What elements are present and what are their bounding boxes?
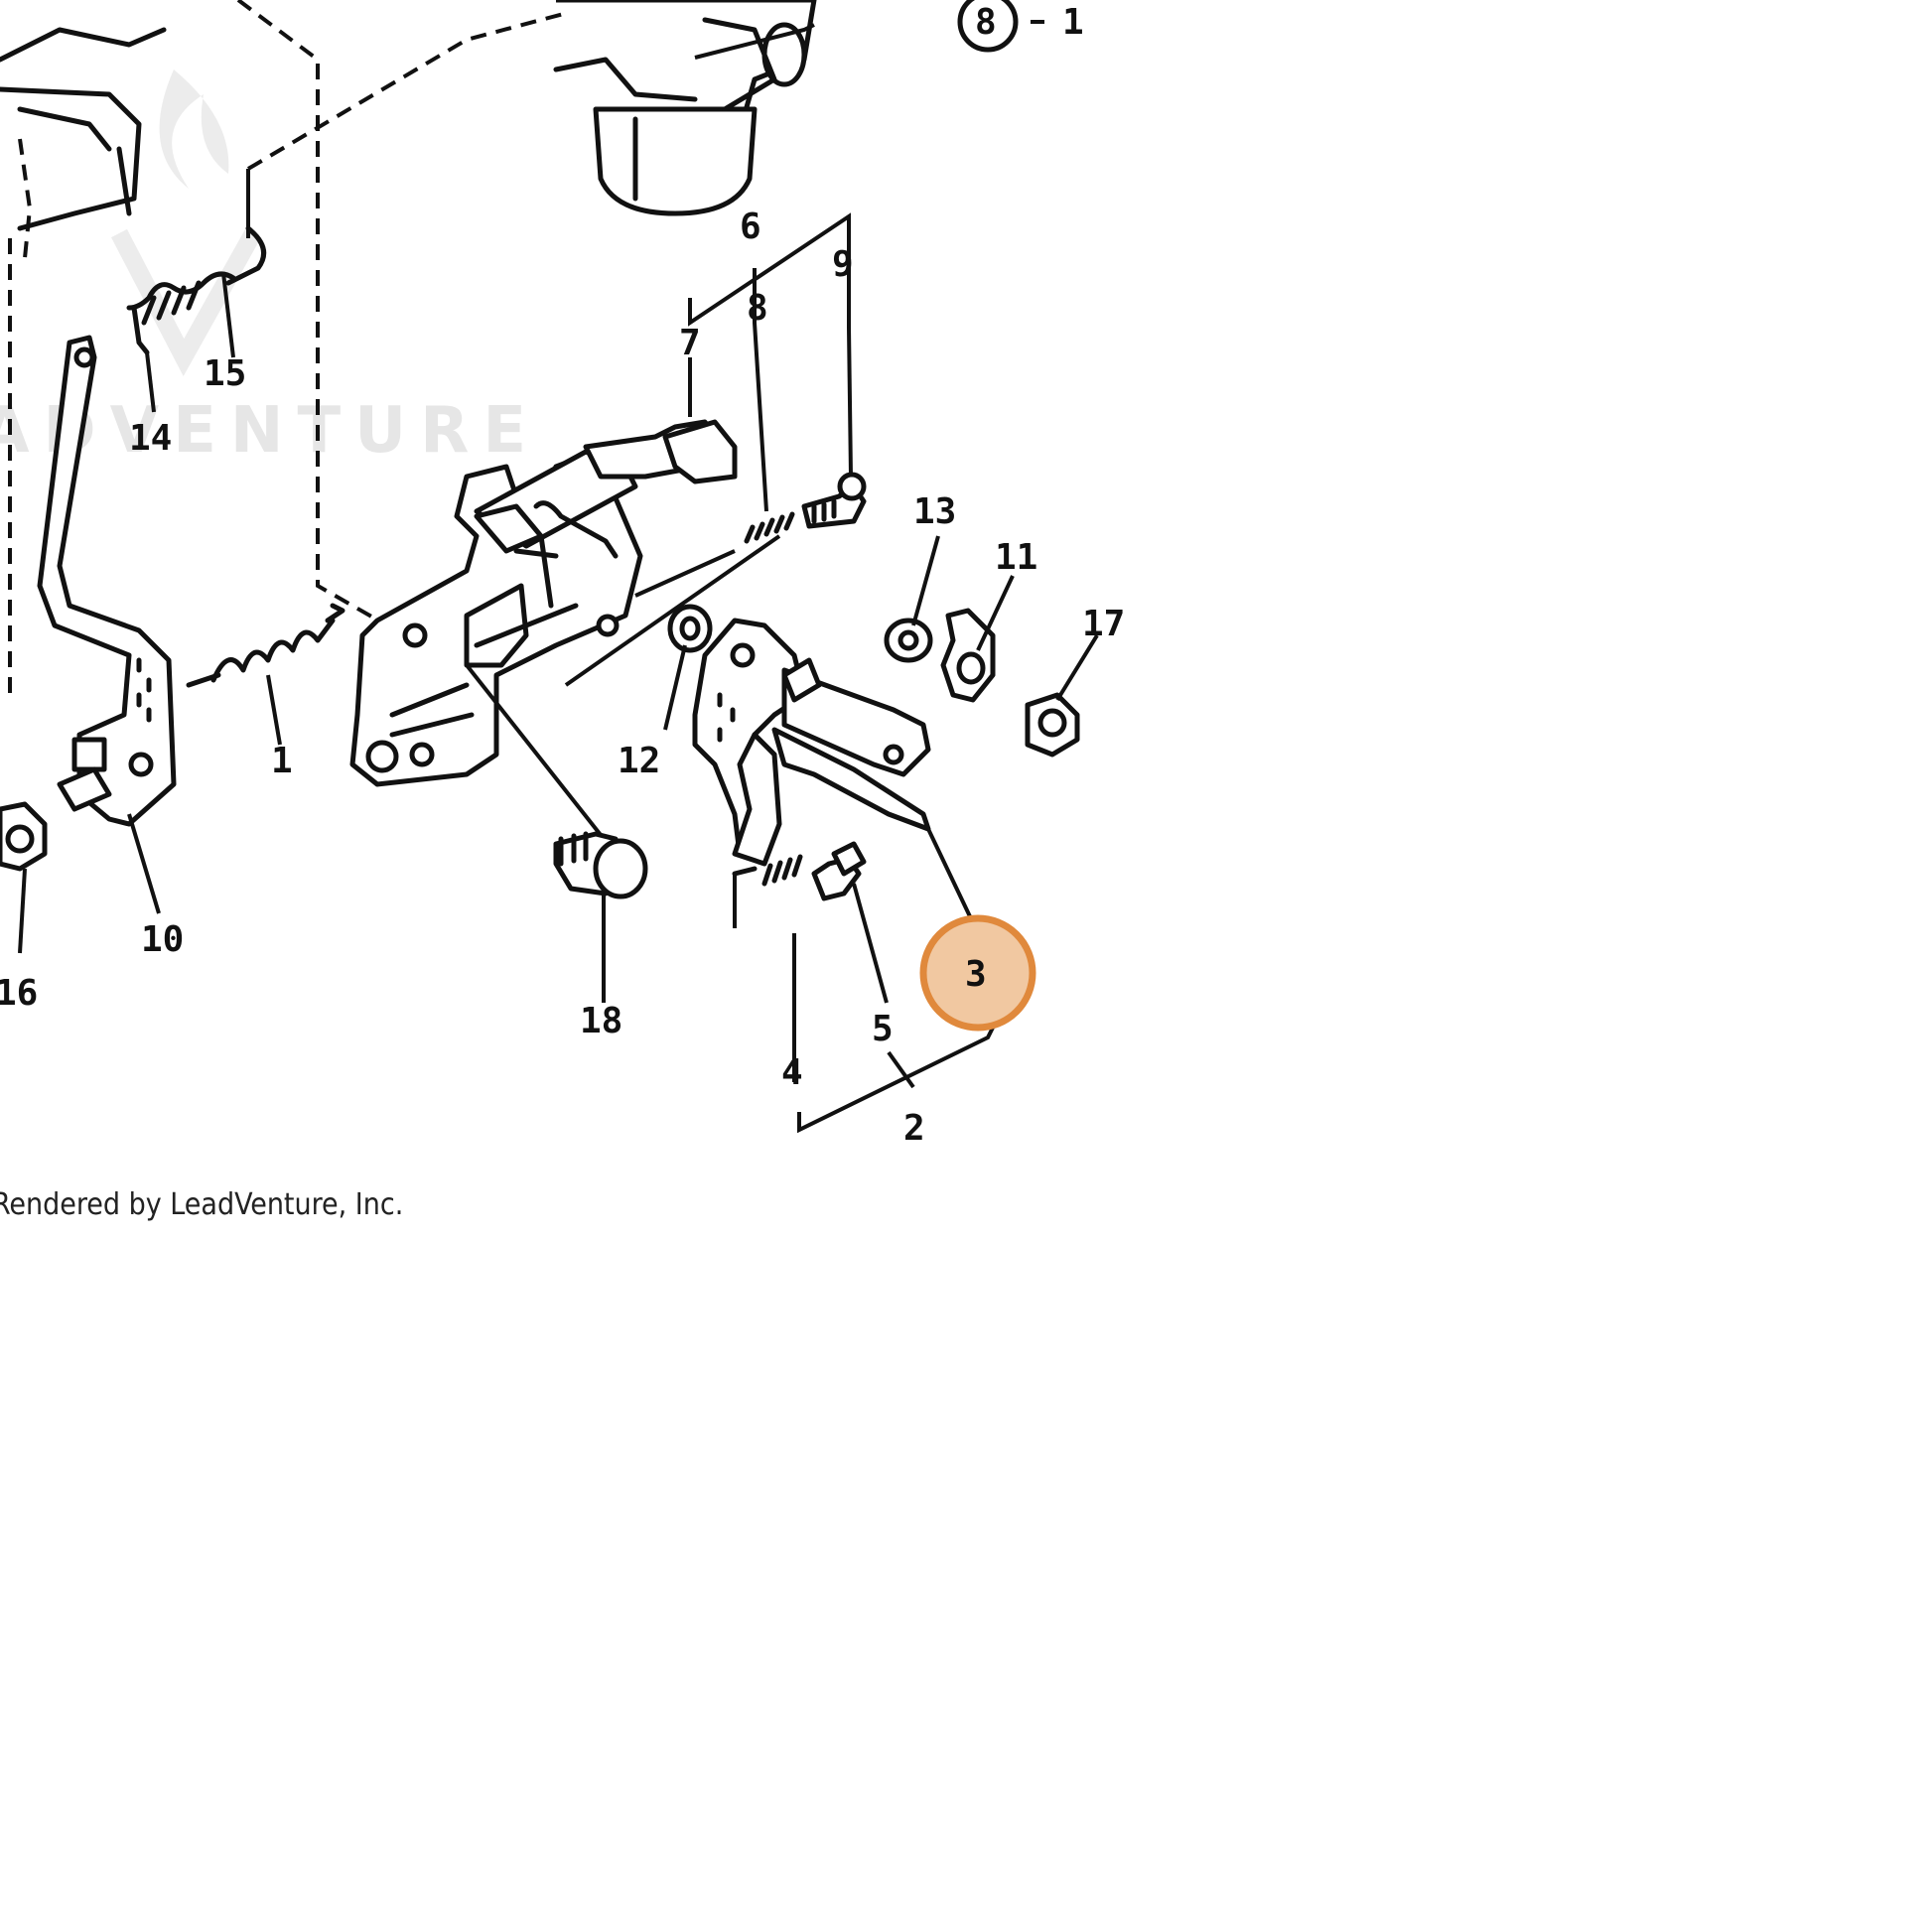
callout-18[interactable]: 18 bbox=[580, 1001, 622, 1041]
governor-arm bbox=[692, 618, 931, 867]
lever-11 bbox=[940, 608, 996, 703]
washer-13 bbox=[884, 618, 933, 663]
flame-logo-icon bbox=[159, 69, 229, 189]
callout-8-circle bbox=[957, 0, 1019, 53]
callout-10[interactable]: 10 bbox=[141, 919, 184, 960]
callout-6[interactable]: 6 bbox=[740, 207, 761, 247]
callout-9[interactable]: 9 bbox=[832, 244, 854, 285]
bolt-18 bbox=[553, 831, 648, 1003]
callout-8-top[interactable]: 8 bbox=[975, 2, 997, 43]
spring-8 bbox=[744, 511, 795, 544]
callout-7[interactable]: 7 bbox=[679, 323, 701, 363]
callout-labels[interactable]: 8 1 6 8 9 7 15 14 13 11 17 1 12 10 16 18… bbox=[0, 2, 1125, 1149]
callout-2[interactable]: 2 bbox=[903, 1108, 925, 1149]
spring-1 bbox=[186, 603, 345, 688]
callout-4[interactable]: 4 bbox=[781, 1052, 803, 1093]
callout-5[interactable]: 5 bbox=[872, 1009, 894, 1049]
highlight-circle bbox=[919, 914, 1036, 1032]
callout-17[interactable]: 17 bbox=[1082, 604, 1125, 644]
callout-11[interactable]: 11 bbox=[995, 537, 1037, 578]
callout-13[interactable]: 13 bbox=[913, 491, 956, 532]
footer-credit: Rendered by LeadVenture, Inc. bbox=[0, 1187, 403, 1222]
spring-15 bbox=[126, 225, 267, 355]
washer-12 bbox=[667, 604, 713, 653]
nut-16 bbox=[0, 801, 48, 872]
engine-block bbox=[0, 27, 167, 695]
callout-14[interactable]: 14 bbox=[129, 418, 172, 459]
callout-3[interactable]: 3 bbox=[965, 954, 987, 995]
callout-16[interactable]: 16 bbox=[0, 973, 38, 1014]
callout-15[interactable]: 15 bbox=[204, 353, 246, 394]
callout-12[interactable]: 12 bbox=[618, 741, 660, 781]
governor-bracket bbox=[349, 419, 781, 856]
nut-17 bbox=[1025, 692, 1080, 758]
callout-8[interactable]: 8 bbox=[747, 288, 768, 329]
bolt-9 bbox=[801, 472, 867, 529]
callout-1[interactable]: 1 bbox=[271, 741, 293, 781]
spring-4-bolt-5 bbox=[732, 841, 867, 928]
carburetor bbox=[553, 0, 817, 216]
callout-1-top[interactable]: 1 bbox=[1062, 2, 1084, 43]
control-lever bbox=[37, 335, 177, 827]
